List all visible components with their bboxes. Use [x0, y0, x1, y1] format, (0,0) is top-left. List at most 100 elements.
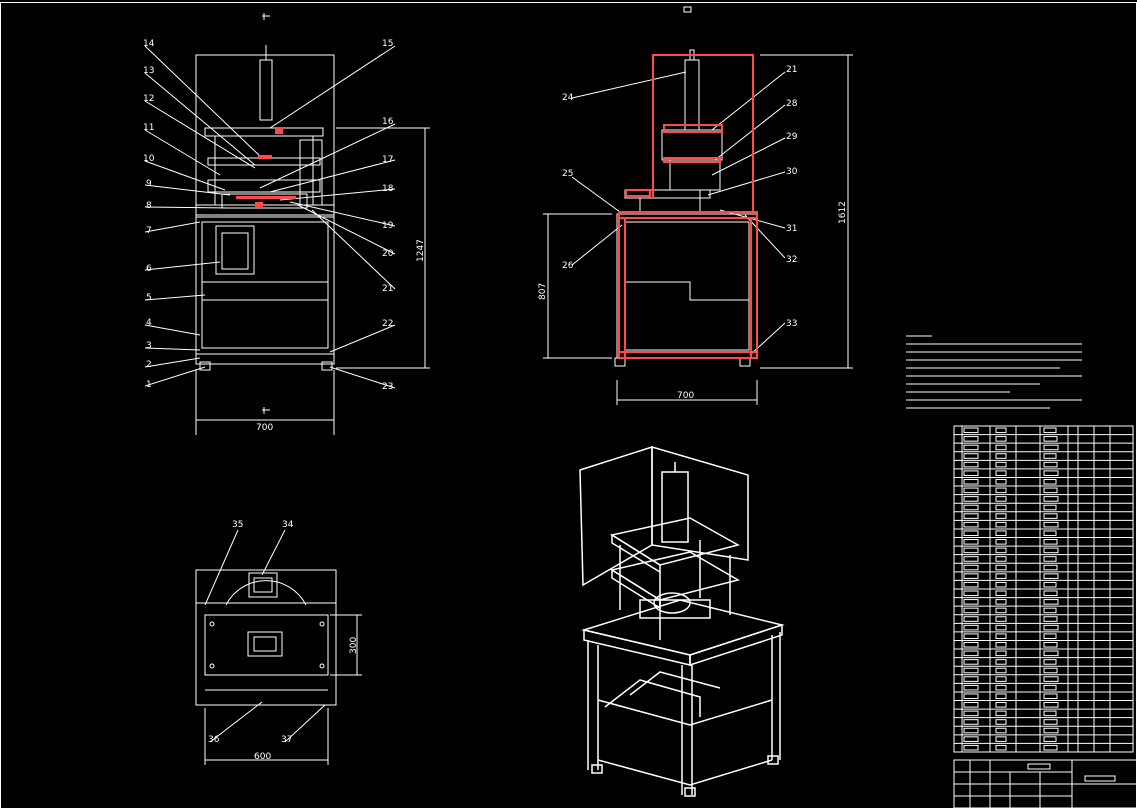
callout-21-side: 21	[786, 65, 797, 75]
callout-10: 10	[143, 154, 155, 164]
table-cell-mark	[995, 487, 1007, 494]
table-cell-mark	[1043, 547, 1059, 554]
callout-26: 26	[562, 261, 574, 271]
table-cell-mark	[963, 693, 979, 700]
table-cell-mark	[963, 702, 979, 708]
table-cell-mark	[1043, 427, 1057, 434]
table-cell-mark	[995, 496, 1007, 502]
table-cell-mark	[995, 616, 1007, 622]
table-cell-mark	[1043, 710, 1057, 717]
table-cell-mark	[963, 710, 979, 717]
table-cell-mark	[963, 521, 979, 528]
table-cell-mark	[995, 710, 1007, 717]
table-cell-mark	[1043, 650, 1059, 657]
table-cell-mark	[995, 590, 1007, 597]
front-view-labels: 14 13 12 11 10 9 8 7 6 5 4 3 2 1 15 16 1…	[143, 39, 426, 433]
top-dim-height: 300	[349, 637, 359, 654]
table-cell-mark	[995, 684, 1007, 691]
table-cell-mark	[995, 676, 1007, 682]
top-view-labels: 35 34 36 37 600 300	[208, 520, 359, 762]
side-lower-frame	[616, 213, 758, 359]
table-cell-mark	[995, 453, 1007, 459]
table-cell-mark	[1043, 736, 1057, 742]
callout-6: 6	[146, 264, 152, 274]
table-cell-mark	[1043, 521, 1059, 528]
callout-25: 25	[562, 169, 573, 179]
side-section-red	[618, 54, 758, 359]
top-outer-frame	[195, 569, 337, 706]
table-cell-mark	[963, 599, 979, 605]
callout-19: 19	[382, 221, 394, 231]
callout-32: 32	[786, 255, 797, 265]
top-work-plate	[204, 614, 329, 676]
table-cell-mark	[963, 667, 979, 674]
table-cell-mark	[995, 659, 1007, 665]
table-cell-mark	[963, 624, 979, 631]
front-lower-frame	[195, 216, 335, 355]
callout-2: 2	[146, 360, 152, 370]
table-cell-mark	[995, 624, 1007, 631]
table-cell-mark	[963, 556, 979, 562]
side-dim-total-height: 1612	[838, 201, 848, 224]
callout-5: 5	[146, 293, 152, 303]
front-mid-plate	[207, 157, 321, 166]
callout-24: 24	[562, 93, 574, 103]
table-cell-mark	[963, 453, 979, 459]
table-cell-mark	[995, 513, 1007, 519]
table-cell-mark	[963, 633, 979, 639]
table-cell-mark	[1043, 616, 1058, 622]
callout-30: 30	[786, 167, 798, 177]
table-cell-mark	[963, 684, 979, 691]
table-cell-mark	[1043, 496, 1059, 502]
table-cell-mark	[995, 521, 1007, 528]
callout-1: 1	[146, 380, 152, 390]
table-cell-mark	[963, 513, 979, 519]
table-cell-mark	[1043, 744, 1058, 751]
top-arc-guard	[225, 580, 307, 606]
table-cell-mark	[1043, 504, 1057, 511]
technical-notes	[906, 335, 1082, 409]
table-cell-mark	[1043, 573, 1059, 579]
side-guard-panel	[652, 54, 754, 214]
table-cell-mark	[995, 539, 1007, 545]
table-cell-mark	[995, 478, 1007, 485]
callout-15: 15	[382, 39, 393, 49]
table-cell-mark	[995, 436, 1007, 442]
table-cell-mark	[963, 616, 979, 622]
callout-7: 7	[146, 226, 152, 236]
table-cell-mark	[1043, 513, 1058, 519]
table-cell-mark	[995, 599, 1007, 605]
table-cell-mark	[995, 719, 1007, 725]
table-cell-mark	[995, 607, 1007, 614]
title-block	[953, 759, 1137, 809]
side-view-labels: 24 25 26 21 28 29 30 31 32 33 700 807 16…	[538, 65, 848, 401]
table-cell-mark	[1043, 641, 1058, 648]
table-cell-mark	[1043, 719, 1058, 725]
table-cell-mark	[963, 581, 979, 588]
table-cell-mark	[1043, 556, 1057, 562]
table-cell-mark	[995, 530, 1007, 537]
table-cell-mark	[995, 581, 1007, 588]
table-cell-mark	[1043, 581, 1057, 588]
table-cell-mark	[963, 504, 979, 511]
table-cell-mark	[963, 487, 979, 494]
table-cell-mark	[963, 607, 979, 614]
table-cell-mark	[1043, 684, 1057, 691]
table-cell-mark	[1043, 564, 1058, 571]
table-cell-mark	[1043, 633, 1057, 639]
table-cell-mark	[1043, 693, 1058, 700]
callout-11: 11	[143, 123, 154, 133]
table-cell-mark	[995, 547, 1007, 554]
table-cell-mark	[963, 659, 979, 665]
table-cell-mark	[1043, 444, 1059, 451]
table-cell-mark	[1043, 727, 1059, 734]
table-cell-mark	[995, 667, 1007, 674]
table-cell-mark	[1043, 624, 1059, 631]
table-cell-mark	[995, 461, 1007, 468]
front-red-details	[236, 128, 296, 207]
callout-23: 23	[382, 382, 393, 392]
callout-33: 33	[786, 319, 797, 329]
iso-cylinder	[661, 471, 689, 543]
table-cell-mark	[963, 461, 979, 468]
table-cell-mark	[995, 633, 1007, 639]
